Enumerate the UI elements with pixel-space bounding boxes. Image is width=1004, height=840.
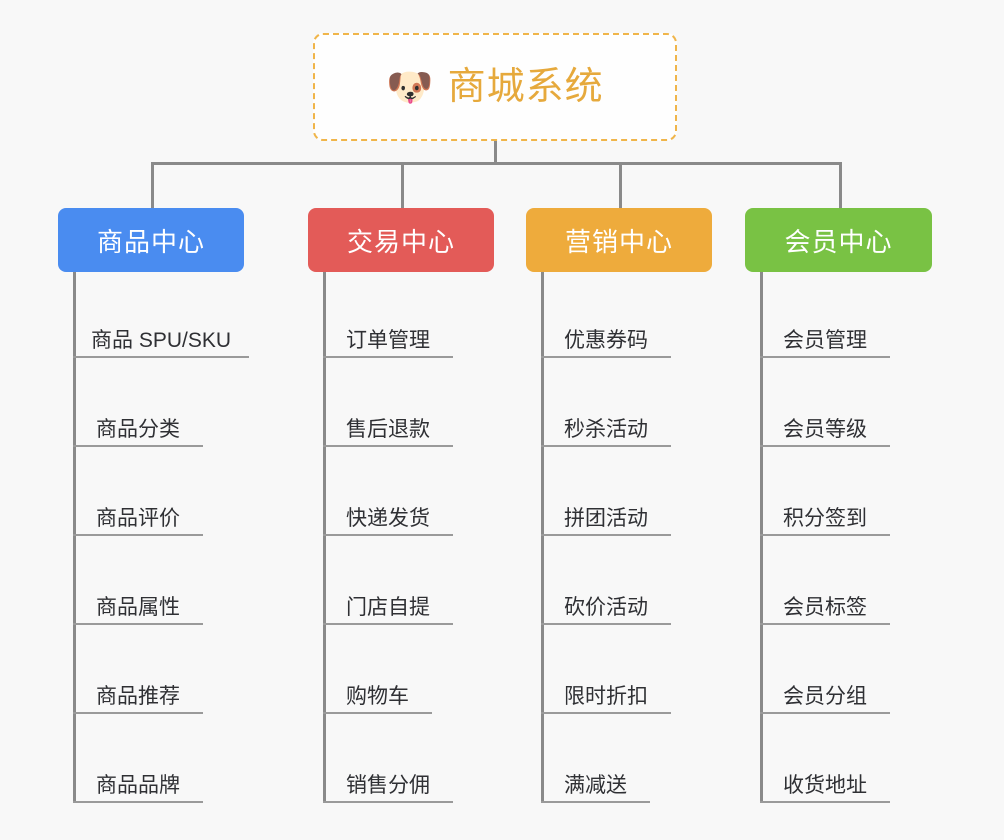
column-trunk-line-product-center bbox=[73, 272, 76, 803]
category-label: 营销中心 bbox=[564, 226, 673, 257]
leaf-item-label: 商品品牌 bbox=[96, 773, 180, 797]
leaf-item-label: 优惠券码 bbox=[564, 328, 648, 352]
leaf-item[interactable]: 售后退款 bbox=[323, 369, 453, 447]
leaf-item[interactable]: 会员分组 bbox=[760, 636, 890, 714]
shiba-dog-face-icon: 🐶 bbox=[386, 65, 434, 109]
leaf-item[interactable]: 商品分类 bbox=[73, 369, 203, 447]
connector-drop-line-3 bbox=[838, 162, 842, 208]
connector-bus-line bbox=[151, 162, 842, 165]
leaf-item-label: 商品属性 bbox=[96, 595, 180, 619]
category-label: 交易中心 bbox=[346, 226, 455, 257]
leaf-item-label: 销售分佣 bbox=[346, 773, 430, 797]
leaf-item-label: 商品推荐 bbox=[96, 684, 180, 708]
leaf-item-label: 订单管理 bbox=[346, 328, 430, 352]
leaf-item-label: 拼团活动 bbox=[564, 506, 648, 530]
leaf-item-label: 商品分类 bbox=[96, 417, 180, 441]
category-label: 商品中心 bbox=[96, 226, 205, 257]
root-title: 商城系统 bbox=[447, 66, 604, 108]
connector-drop-line-2 bbox=[619, 162, 622, 208]
leaf-item-label: 砍价活动 bbox=[564, 595, 648, 619]
leaf-item-label: 门店自提 bbox=[346, 595, 430, 619]
leaf-item-label: 会员管理 bbox=[783, 328, 867, 352]
leaf-item-label: 会员标签 bbox=[783, 595, 867, 619]
leaf-item[interactable]: 购物车 bbox=[323, 636, 432, 714]
leaf-item[interactable]: 商品推荐 bbox=[73, 636, 203, 714]
category-box-product-center[interactable]: 商品中心 bbox=[58, 208, 244, 272]
leaf-item[interactable]: 拼团活动 bbox=[541, 458, 671, 536]
leaf-item-label: 购物车 bbox=[346, 684, 409, 708]
leaf-item-label: 会员等级 bbox=[783, 417, 867, 441]
leaf-item[interactable]: 会员等级 bbox=[760, 369, 890, 447]
connector-drop-line-1 bbox=[401, 162, 404, 208]
connector-drop-line-0 bbox=[151, 162, 154, 208]
leaf-item[interactable]: 商品属性 bbox=[73, 547, 203, 625]
column-trunk-line-marketing-center bbox=[541, 272, 544, 803]
leaf-item[interactable]: 砍价活动 bbox=[541, 547, 671, 625]
category-label: 会员中心 bbox=[784, 226, 893, 257]
column-trunk-line-trade-center bbox=[323, 272, 326, 803]
leaf-item[interactable]: 商品 SPU/SKU bbox=[73, 280, 249, 358]
leaf-item[interactable]: 门店自提 bbox=[323, 547, 453, 625]
root-stem-line bbox=[494, 141, 497, 165]
leaf-item[interactable]: 收货地址 bbox=[760, 725, 890, 803]
leaf-item[interactable]: 会员管理 bbox=[760, 280, 890, 358]
leaf-item-label: 商品评价 bbox=[96, 506, 180, 530]
leaf-item[interactable]: 订单管理 bbox=[323, 280, 453, 358]
leaf-item[interactable]: 积分签到 bbox=[760, 458, 890, 536]
leaf-item-label: 满减送 bbox=[564, 773, 627, 797]
leaf-item-label: 快递发货 bbox=[346, 506, 430, 530]
leaf-item[interactable]: 商品品牌 bbox=[73, 725, 203, 803]
root-node[interactable]: 🐶 商城系统 bbox=[313, 33, 677, 141]
leaf-item[interactable]: 满减送 bbox=[541, 725, 650, 803]
leaf-item-label: 售后退款 bbox=[346, 417, 430, 441]
leaf-item[interactable]: 优惠券码 bbox=[541, 280, 671, 358]
leaf-item-label: 限时折扣 bbox=[564, 684, 648, 708]
leaf-item-label: 积分签到 bbox=[783, 506, 867, 530]
leaf-item-label: 秒杀活动 bbox=[564, 417, 648, 441]
leaf-item[interactable]: 销售分佣 bbox=[323, 725, 453, 803]
category-box-marketing-center[interactable]: 营销中心 bbox=[526, 208, 712, 272]
leaf-item[interactable]: 会员标签 bbox=[760, 547, 890, 625]
leaf-item[interactable]: 快递发货 bbox=[323, 458, 453, 536]
column-trunk-line-member-center bbox=[760, 272, 763, 803]
category-box-trade-center[interactable]: 交易中心 bbox=[308, 208, 494, 272]
leaf-item-label: 商品 SPU/SKU bbox=[90, 328, 232, 352]
leaf-item-label: 收货地址 bbox=[783, 773, 867, 797]
leaf-item[interactable]: 秒杀活动 bbox=[541, 369, 671, 447]
leaf-item[interactable]: 商品评价 bbox=[73, 458, 203, 536]
category-box-member-center[interactable]: 会员中心 bbox=[745, 208, 932, 272]
leaf-item[interactable]: 限时折扣 bbox=[541, 636, 671, 714]
leaf-item-label: 会员分组 bbox=[783, 684, 867, 708]
